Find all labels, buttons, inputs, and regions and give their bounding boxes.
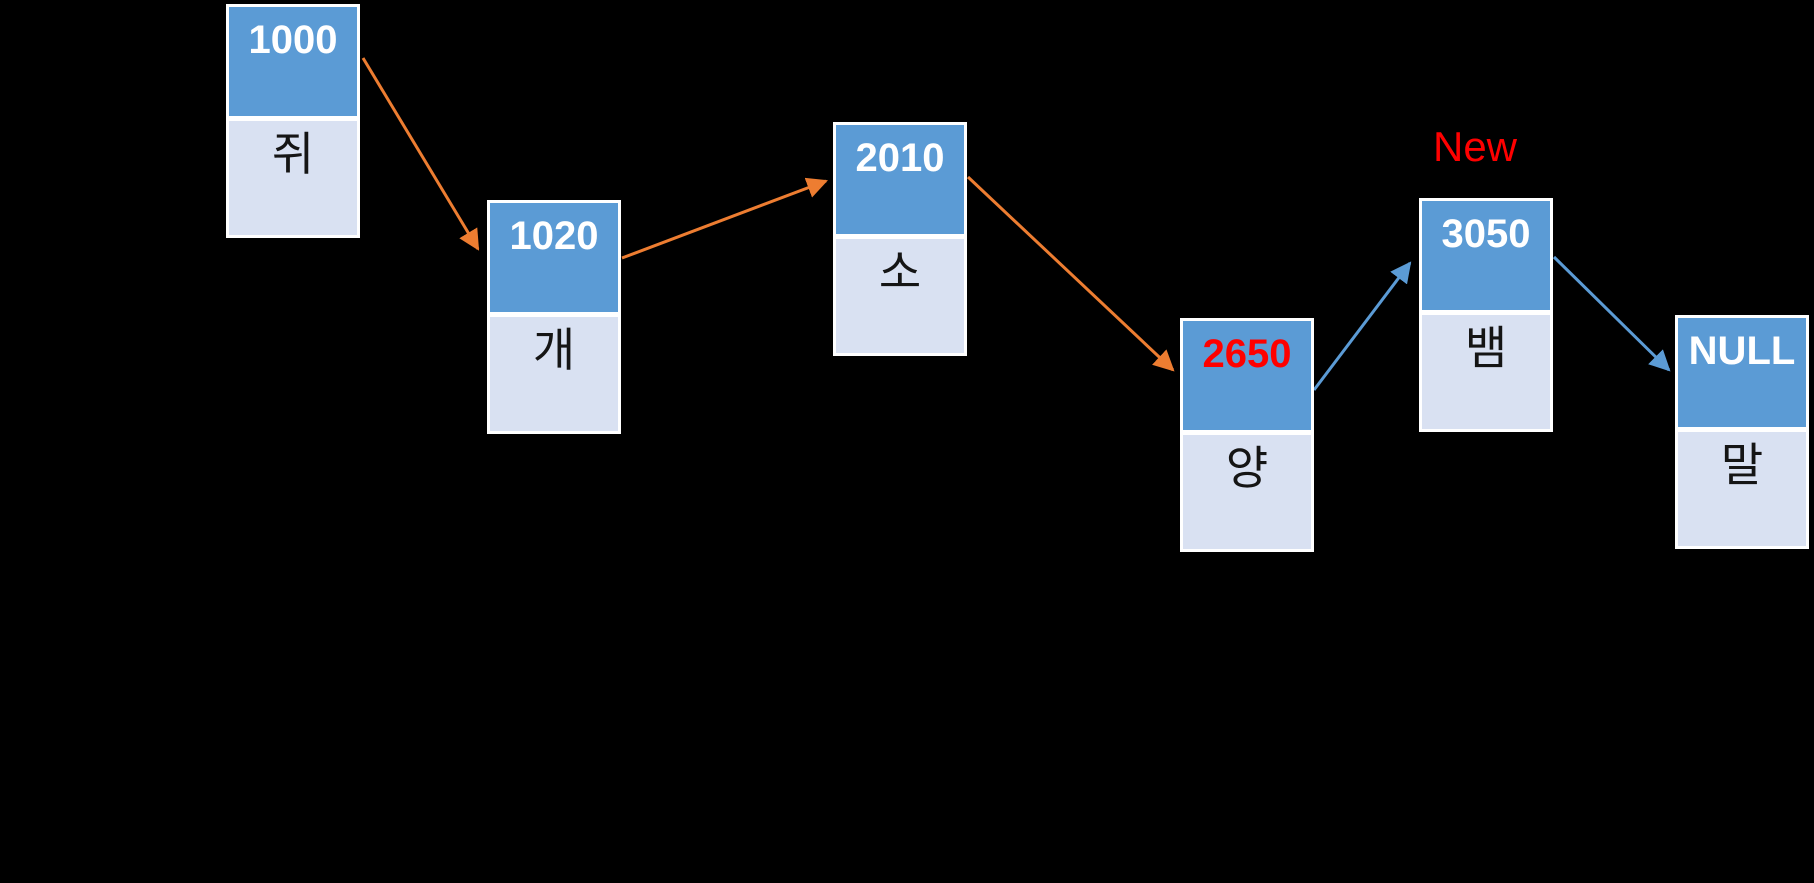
arrow-2010-to-2650 xyxy=(966,175,1175,372)
arrow-3050-to-null xyxy=(1552,255,1671,372)
node-address: 2010 xyxy=(836,125,964,234)
node-address: 1000 xyxy=(229,7,357,116)
node-address: 3050 xyxy=(1422,201,1550,310)
node-2650: 2650 양 xyxy=(1180,318,1314,552)
arrow-1020-to-2010 xyxy=(621,177,828,260)
node-value-label: 쥐 xyxy=(229,121,357,235)
arrow-1000-to-1020 xyxy=(361,57,480,251)
node-1020: 1020 개 xyxy=(487,200,621,434)
new-node-annotation: New xyxy=(1432,123,1518,170)
node-value-label: 뱀 xyxy=(1422,315,1550,429)
arrow-2650-to-3050 xyxy=(1312,261,1412,391)
node-value-label: 양 xyxy=(1183,435,1311,549)
node-value-label: 개 xyxy=(490,317,618,431)
node-address: 2650 xyxy=(1183,321,1311,430)
node-2010: 2010 소 xyxy=(833,122,967,356)
node-1000: 1000 쥐 xyxy=(226,4,360,238)
node-null: NULL 말 xyxy=(1675,315,1809,549)
node-address: 1020 xyxy=(490,203,618,312)
node-address: NULL xyxy=(1678,318,1806,427)
node-value-label: 소 xyxy=(836,239,964,353)
node-3050: 3050 뱀 xyxy=(1419,198,1553,432)
node-value-label: 말 xyxy=(1678,432,1806,546)
